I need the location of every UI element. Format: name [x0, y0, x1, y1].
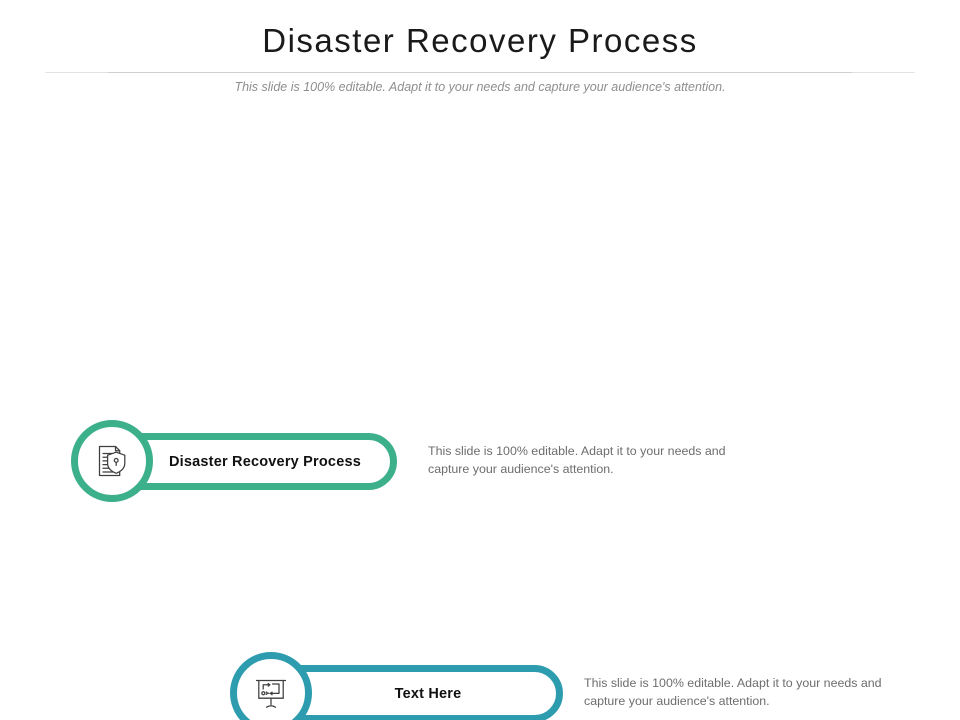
header-divider-inner: [108, 72, 852, 73]
row-2-pill[interactable]: [271, 665, 563, 720]
slide-subtitle: This slide is 100% editable. Adapt it to…: [234, 80, 726, 94]
row-1-label: Disaster Recovery Process: [168, 453, 361, 470]
process-row-2: Text Here This slide: [0, 323, 960, 720]
row-2-label: Text Here: [394, 685, 462, 702]
process-row-4: Text Here: [0, 555, 960, 647]
document-shield-icon: [91, 440, 133, 482]
row-2-icon-badge[interactable]: [230, 652, 312, 720]
process-row-3: Text Here This sl: [0, 439, 960, 531]
row-2-description: This slide is 100% editable. Adapt it to…: [584, 676, 882, 708]
presentation-flowchart-icon: [250, 672, 292, 714]
page-title: Disaster Recovery Process: [262, 22, 698, 59]
row-1-description: This slide is 100% editable. Adapt it to…: [428, 444, 726, 476]
row-1-icon-badge[interactable]: [71, 420, 153, 502]
process-row-1: Disaster Recovery Process This: [0, 207, 960, 502]
